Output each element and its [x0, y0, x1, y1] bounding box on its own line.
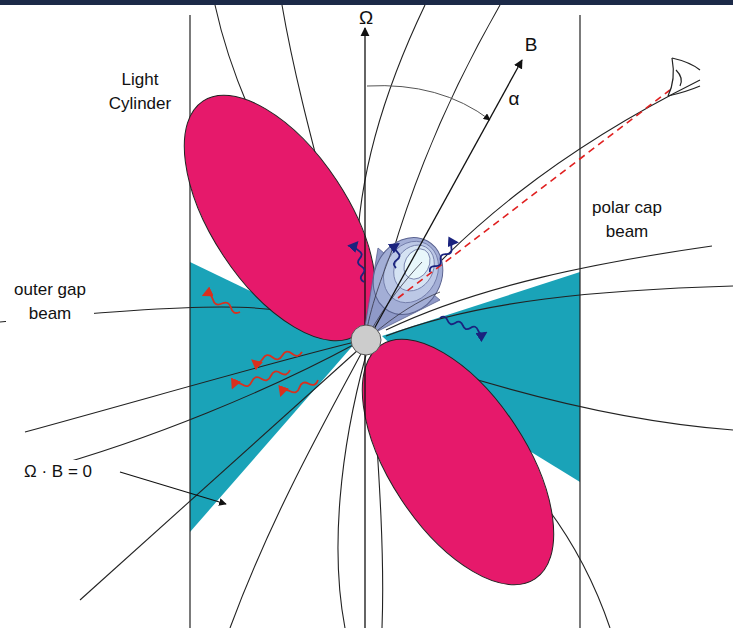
polar-cap-photons — [355, 241, 487, 336]
light-cylinder-line — [579, 15, 580, 628]
photon-arrow — [280, 377, 319, 398]
magnetic-axis — [368, 60, 522, 340]
photon-arrow — [439, 316, 486, 336]
top-strip — [0, 0, 733, 5]
photon-arrow — [355, 242, 367, 282]
polar-cap-layer — [360, 225, 457, 327]
axis-label: B — [520, 32, 542, 59]
observer-eye — [668, 58, 700, 96]
eye-pupil — [676, 70, 681, 86]
photon-arrow — [394, 244, 401, 268]
field-line — [371, 292, 440, 336]
photon-arrow — [428, 241, 458, 274]
photon-arrow — [252, 349, 302, 364]
line-of-sight — [398, 90, 670, 298]
magnetosphere-lobe — [324, 308, 592, 617]
polar-cap-layer — [386, 238, 443, 298]
eye-outline — [668, 86, 700, 96]
field-line — [366, 250, 392, 334]
photon-arrow — [202, 292, 241, 314]
light-cylinder-line — [189, 15, 190, 628]
field-line — [386, 286, 733, 336]
eye-outline — [672, 58, 700, 70]
region-label: Light Cylinder — [95, 68, 185, 116]
field-line — [40, 344, 355, 470]
inclination-arc — [367, 86, 490, 120]
beam-label: polar cap beam — [584, 196, 670, 244]
beam-label: outer gap beam — [6, 278, 94, 326]
outer-gap-photons — [202, 292, 319, 397]
photon-arrow — [232, 367, 291, 390]
condition-label: Ω · B = 0 — [24, 460, 116, 484]
field-lines — [0, 5, 733, 628]
angle-label: α — [503, 86, 525, 113]
pointer-arrow — [120, 472, 226, 504]
neutron-star — [351, 325, 381, 355]
null-charge-line — [80, 350, 358, 600]
axis-label: Ω — [353, 5, 379, 32]
field-line — [338, 355, 366, 628]
eye-outline — [668, 58, 673, 96]
field-line — [230, 352, 362, 628]
